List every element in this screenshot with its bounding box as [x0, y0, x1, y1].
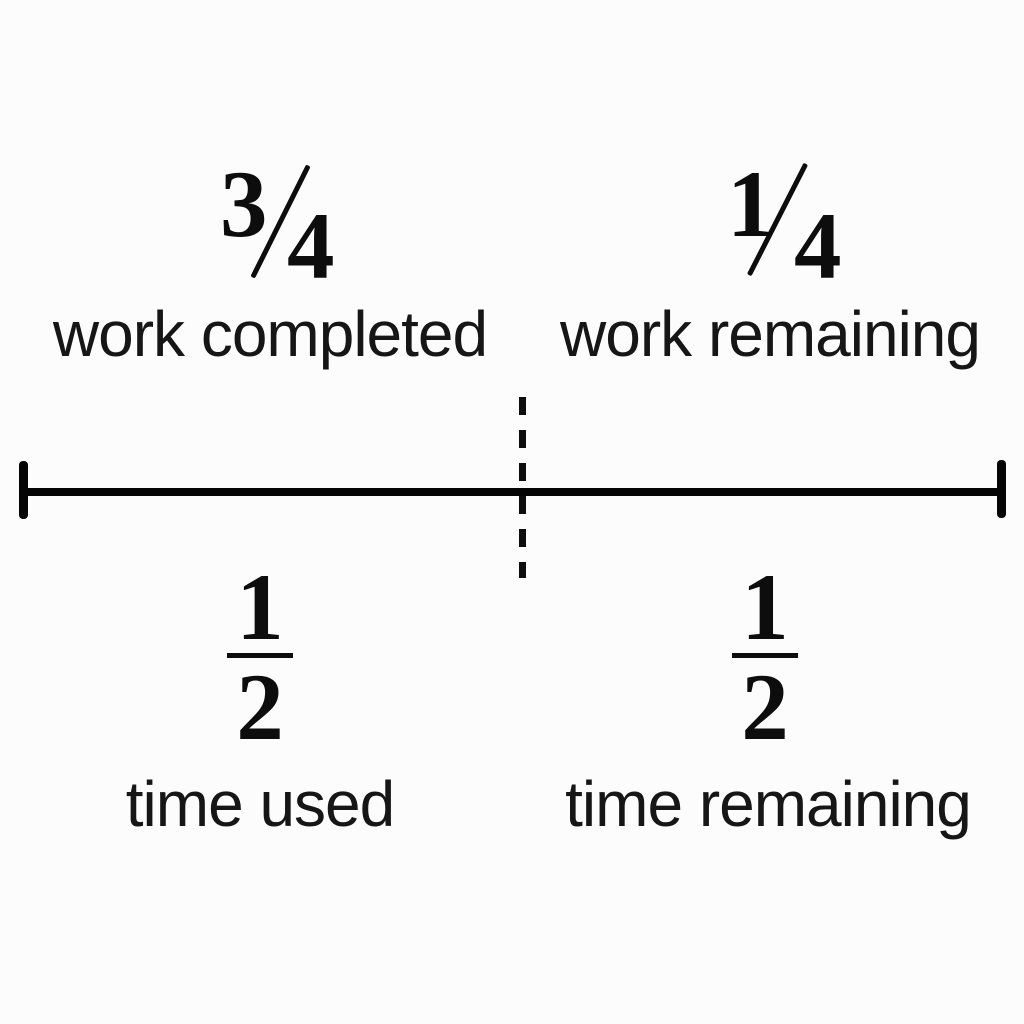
time-used-fraction: 1 2	[210, 554, 310, 755]
work-remaining-label: work remaining	[560, 298, 981, 370]
time-remaining-denominator: 2	[741, 654, 789, 760]
work-remaining-denominator: 4	[794, 193, 842, 299]
fraction-bar	[227, 653, 293, 658]
timeline-line	[22, 488, 1003, 496]
work-completed-numerator: 3	[220, 151, 268, 257]
timeline-end-tick	[997, 460, 1006, 518]
time-remaining-label: time remaining	[565, 768, 972, 840]
work-completed-fraction: 3 4	[220, 151, 340, 294]
time-remaining-numerator: 1	[741, 554, 789, 660]
timeline-midpoint-dashed-divider	[519, 397, 526, 578]
time-remaining-fraction: 1 2	[715, 554, 815, 755]
work-completed-denominator: 4	[287, 193, 335, 299]
time-used-numerator: 1	[236, 554, 284, 660]
fraction-bar	[732, 653, 798, 658]
time-used-denominator: 2	[236, 654, 284, 760]
time-used-label: time used	[125, 768, 395, 840]
work-remaining-fraction: 1 4	[727, 157, 847, 294]
timeline-start-tick	[19, 461, 28, 519]
work-completed-label: work completed	[52, 298, 488, 370]
